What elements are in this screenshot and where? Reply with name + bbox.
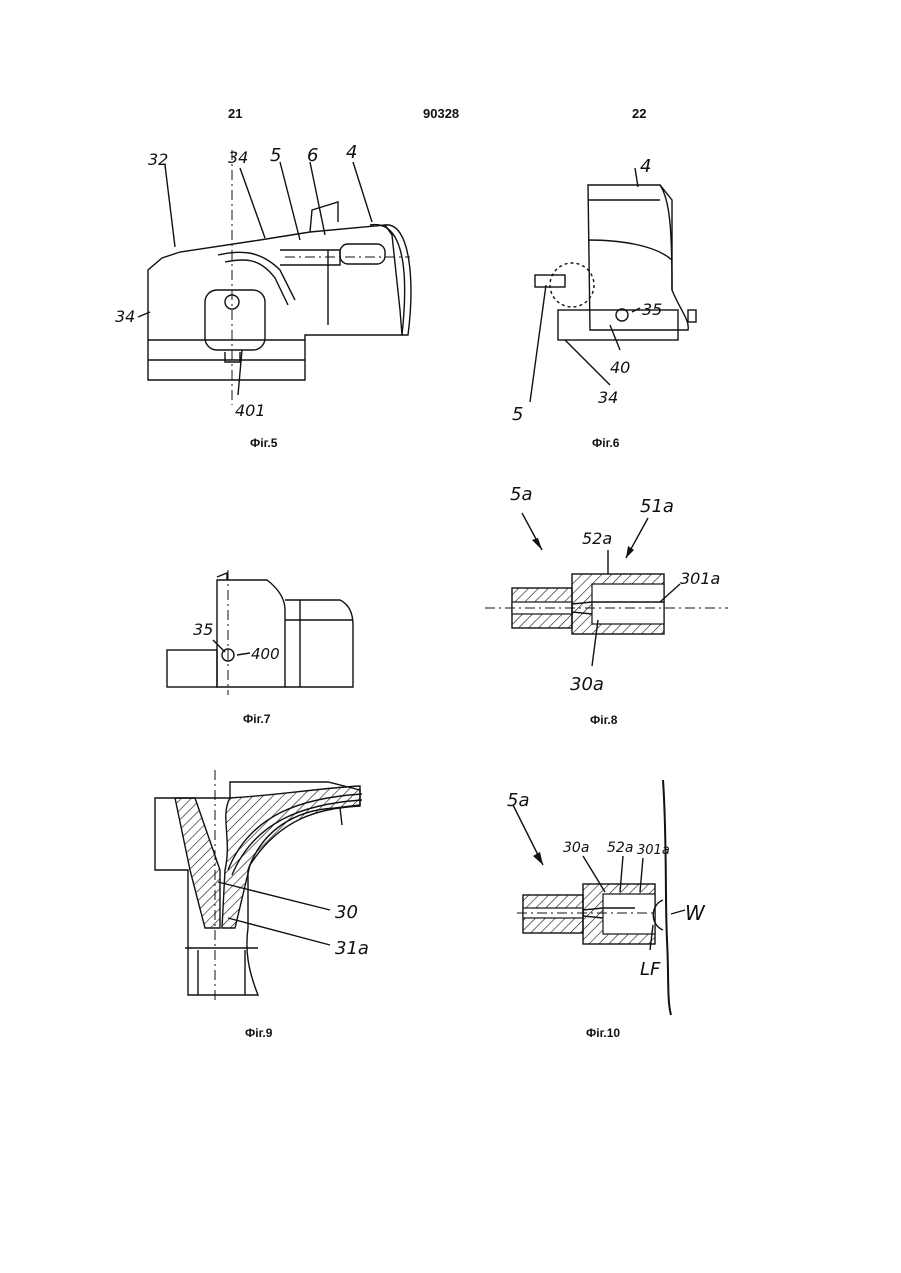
label-301a: 301a [637,843,670,858]
label-34-left: 34 [115,307,135,326]
label-401: 401 [235,401,266,420]
label-LF: LF [640,959,661,980]
label-6: 6 [307,145,318,166]
label-34: 34 [598,388,618,407]
label-51a: 51a [640,496,674,517]
label-52a: 52a [582,529,612,548]
figure-7-caption: Фіг.7 [243,712,270,726]
label-400: 400 [251,645,280,663]
page-number-right: 22 [632,106,646,121]
label-5: 5 [512,404,523,425]
figure-8-drawing: 5a 51a 52a 301a 30a [480,478,740,703]
label-30: 30 [335,902,358,923]
label-4: 4 [346,142,357,163]
label-4: 4 [640,156,651,177]
document-number: 90328 [423,106,459,121]
label-W: W [685,901,706,925]
label-31a: 31a [335,938,369,959]
figure-6-caption: Фіг.6 [592,436,619,450]
label-5a: 5a [507,790,529,811]
label-30a: 30a [570,674,604,695]
figure-9-caption: Фіг.9 [245,1026,272,1040]
figure-7-drawing: 35 400 [155,565,365,700]
label-34-top: 34 [228,148,248,167]
figure-6-drawing: 4 35 40 5 34 [510,140,730,430]
label-5: 5 [270,145,281,166]
label-40: 40 [610,358,630,377]
figure-5-caption: Фіг.5 [250,436,277,450]
label-5a: 5a [510,484,532,505]
label-301a: 301a [680,569,720,588]
figure-10-caption: Фіг.10 [586,1026,620,1040]
figure-5-drawing: 32 34 5 6 4 34 401 [110,140,430,430]
figure-8-caption: Фіг.8 [590,713,617,727]
figure-9-drawing: 30 31a [150,770,390,1005]
label-30a: 30a [563,840,589,856]
figure-10-drawing: 5a 30a 52a 301a W LF [495,780,735,1015]
label-35: 35 [193,620,213,639]
label-35: 35 [642,300,662,319]
label-52a: 52a [607,840,633,856]
page-number-left: 21 [228,106,242,121]
label-32: 32 [148,150,168,169]
